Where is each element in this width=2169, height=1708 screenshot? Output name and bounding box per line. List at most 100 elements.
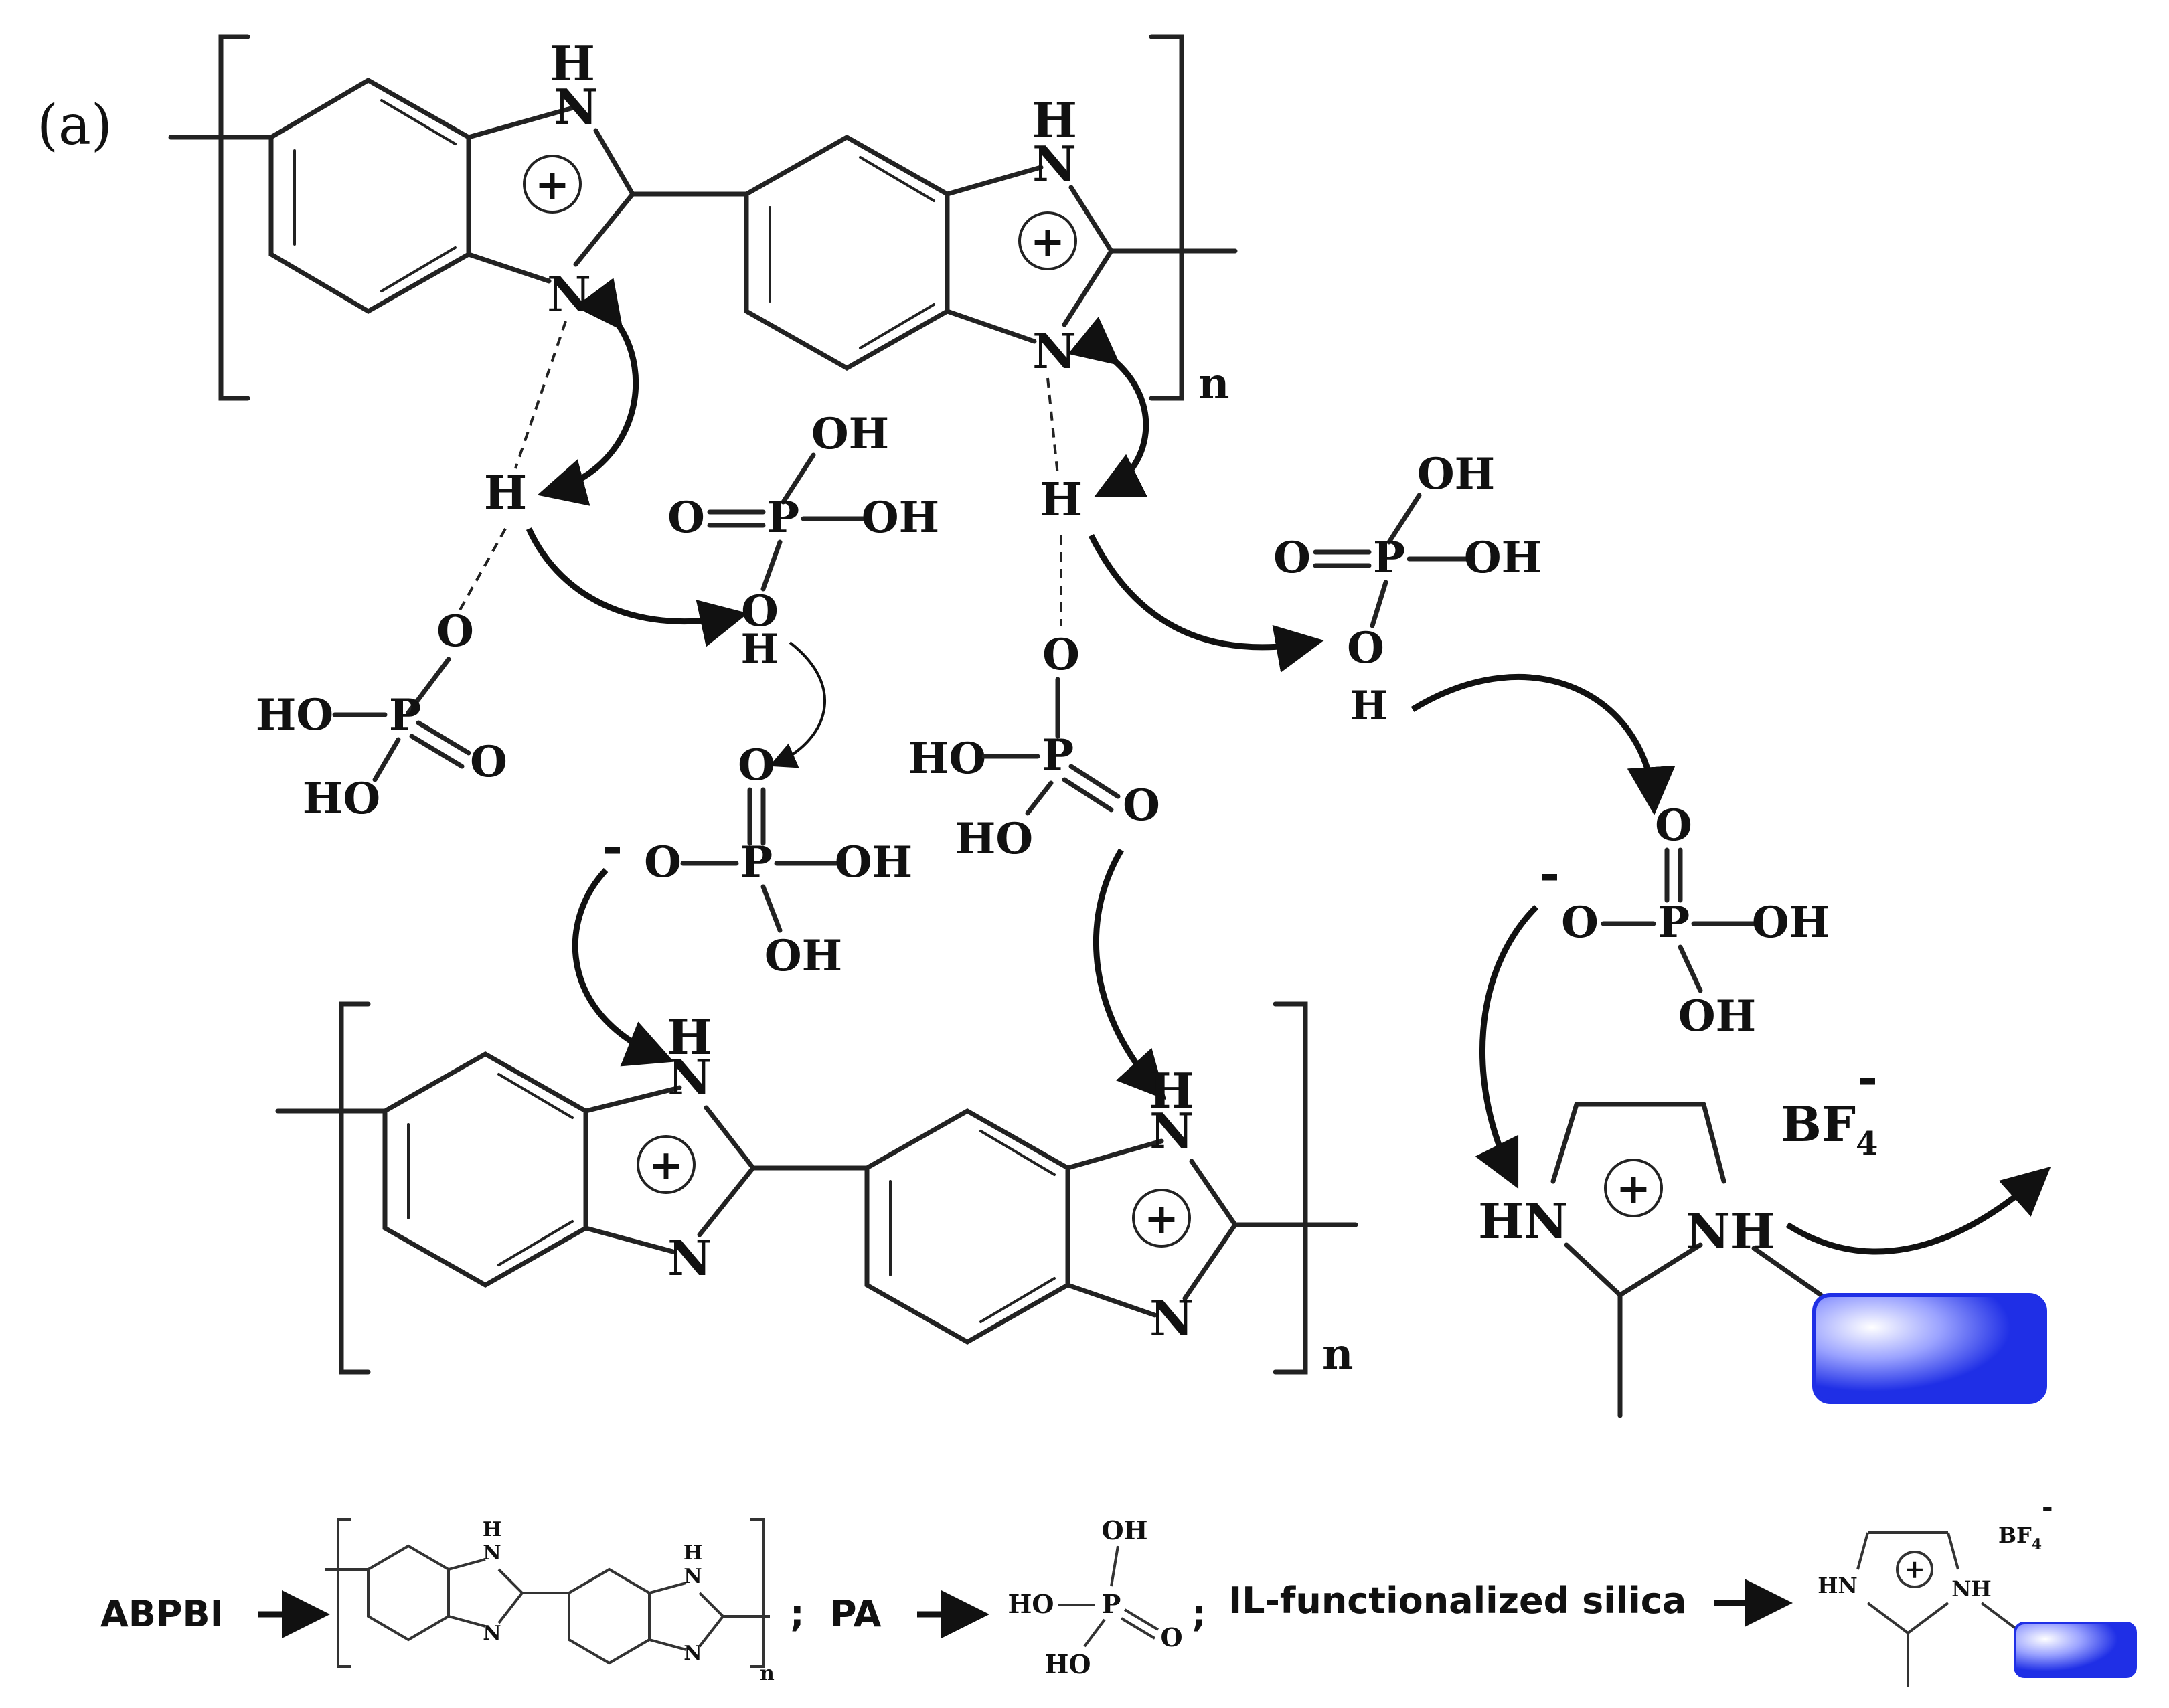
atom-label: N [1149, 1290, 1194, 1347]
atom-label: HO [303, 774, 380, 824]
proton-transfer-arrow [1088, 533, 1324, 673]
legend-atom: HO [1008, 1589, 1054, 1619]
legend-atom: HO [1044, 1649, 1091, 1679]
atom-label: O [1561, 898, 1599, 948]
legend-atom: N [483, 1622, 501, 1645]
legend: ABPBI H N N H N N n ; PA [100, 1491, 2137, 1687]
proton-transfer-arrow [526, 527, 748, 647]
legend-atom: P [1102, 1589, 1121, 1619]
atom-label: O [738, 740, 775, 790]
atom-label: O [1273, 533, 1311, 583]
atom-label: N [667, 1229, 712, 1286]
plus-sign: + [1030, 217, 1065, 266]
atom-label: OH [765, 931, 842, 981]
plus-sign: + [1904, 1554, 1925, 1584]
legend-atom: H [684, 1541, 702, 1565]
proton-transfer-arrow [769, 641, 827, 768]
bottom-polymer [275, 1001, 1358, 1375]
imidazolium-silica [1550, 1102, 2047, 1418]
plus-sign: + [649, 1140, 684, 1189]
proton-transfer-arrow [1475, 904, 1539, 1189]
atom-label: P [1373, 533, 1405, 583]
legend-pa-label: PA [830, 1593, 882, 1635]
legend-atom: OH [1101, 1515, 1147, 1545]
legend-il-silica-label: IL-functionalized silica [1228, 1579, 1686, 1622]
atom-label: N [667, 1049, 712, 1106]
atom-label: N [547, 266, 591, 323]
atom-label: H [1149, 1062, 1194, 1119]
legend-atom: H [483, 1518, 501, 1541]
atom-label: H [667, 1009, 712, 1065]
legend-atom: N [483, 1541, 501, 1565]
atom-label: P [1658, 898, 1690, 948]
plus-sign: + [1616, 1164, 1651, 1213]
legend-anion-label: BF4 [1998, 1523, 2042, 1553]
legend-separator: ; [790, 1593, 805, 1635]
legend-repeat-subscript: n [760, 1662, 775, 1685]
legend-atom: O [1160, 1622, 1182, 1652]
top-polymer [168, 34, 1238, 401]
legend-abpbi-label: ABPBI [100, 1593, 224, 1635]
bottom-right-bracket [1273, 1001, 1308, 1375]
proton-transfer-arrow [1411, 674, 1676, 815]
atom-label: OH [835, 837, 912, 887]
atom-label: OH [1464, 533, 1542, 583]
proton-transfer-arrow [537, 278, 639, 506]
atom-label: NH [1686, 1203, 1775, 1260]
legend-il-silica-structure [1856, 1531, 2137, 1687]
atom-label: N [1032, 323, 1076, 379]
hydrogen-bond [514, 321, 567, 469]
atom-label: OH [862, 493, 939, 543]
atom-label: H [1032, 92, 1077, 149]
plus-sign: + [535, 160, 570, 209]
atom-label: N [554, 78, 598, 135]
atom-label: P [767, 493, 799, 543]
atom-label: HN [1478, 1193, 1568, 1250]
atom-label: H [741, 626, 779, 673]
atom-label: H [484, 466, 527, 520]
repeat-subscript: n [1198, 359, 1230, 409]
legend-atom: NH [1951, 1576, 1991, 1602]
anion-charge: - [1858, 1049, 1878, 1106]
anion-label: BF4 [1781, 1096, 1878, 1163]
top-left-bracket [218, 34, 250, 401]
legend-separator: ; [1192, 1593, 1206, 1635]
atom-label: HO [256, 690, 333, 740]
atom-label: O [436, 606, 474, 657]
atom-label: H [550, 35, 595, 92]
atom-label: O [1655, 800, 1692, 851]
atom-label: OH [1752, 898, 1830, 948]
atom-label: O [667, 493, 705, 543]
legend-atom: N [684, 1642, 702, 1665]
proton-transfer-arrow [1093, 848, 1167, 1100]
atom-label: P [1042, 730, 1074, 780]
legend-atom: N [684, 1565, 702, 1588]
minus-sign: - [602, 818, 623, 875]
minus-sign: - [1540, 845, 1560, 902]
proton-transfer-arrow [1785, 1167, 2051, 1255]
legend-abpbi-structure [325, 1518, 770, 1668]
panel-label: (a) [37, 94, 112, 157]
atom-label: P [389, 690, 421, 740]
proton-transfer-arrow [1068, 316, 1149, 498]
atom-label: H [1040, 473, 1082, 527]
atom-label: O [1347, 623, 1384, 673]
atom-label: P [740, 837, 773, 887]
atom-label: HO [908, 734, 986, 784]
atom-label: O [1123, 780, 1160, 831]
legend-anion-charge: - [2042, 1491, 2053, 1523]
repeat-subscript: n [1322, 1329, 1354, 1379]
hydrogen-bond [457, 528, 507, 613]
atom-label: H [1350, 683, 1388, 730]
atom-label: O [470, 737, 507, 787]
silica-particle [1812, 1293, 2047, 1404]
atom-label: HO [955, 814, 1033, 864]
atom-label: OH [1678, 991, 1756, 1041]
atom-label: N [1032, 135, 1076, 192]
atom-label: O [1042, 630, 1080, 680]
plus-sign: + [1144, 1194, 1179, 1243]
atom-label: OH [811, 409, 889, 459]
hydrogen-bond [1046, 377, 1059, 476]
legend-silica-particle [2014, 1622, 2137, 1678]
